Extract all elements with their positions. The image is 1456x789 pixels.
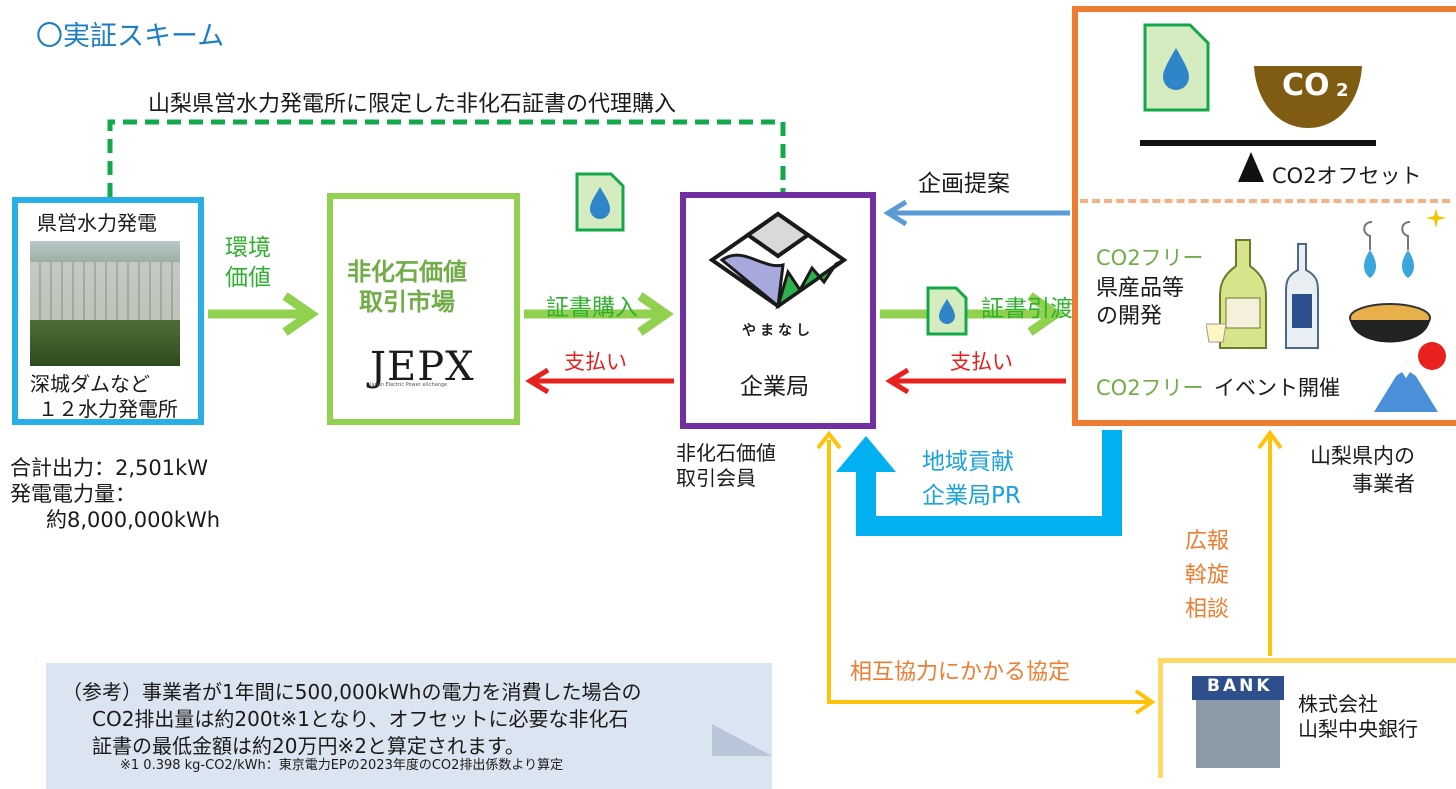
flow-arrows bbox=[107, 119, 1283, 715]
event-label: イベント開催 bbox=[1214, 376, 1340, 400]
env-value-line2: 価値 bbox=[225, 265, 271, 291]
earrings-icon bbox=[1363, 221, 1414, 278]
note-line3: 証書の最低金額は約20万円※2と算定されます。 bbox=[92, 734, 525, 758]
dam-wall bbox=[30, 262, 180, 320]
mount-fuji-icon bbox=[1374, 342, 1446, 412]
region-line1: 地域貢献 bbox=[922, 449, 1014, 475]
offset-label: CO2オフセット bbox=[1272, 164, 1422, 188]
bank-sign-bg bbox=[1192, 676, 1284, 700]
proposal-label: 企画提案 bbox=[918, 171, 1010, 197]
market-box bbox=[327, 193, 520, 425]
event-free-label: CO2フリー bbox=[1096, 376, 1204, 400]
enterprise-box bbox=[680, 192, 876, 429]
payment-right-label: 支払い bbox=[950, 350, 1013, 374]
balance-beam bbox=[1140, 140, 1376, 146]
certificate-icon-small bbox=[926, 286, 968, 336]
businesses-divider bbox=[1080, 199, 1450, 203]
bank-support-3: 相談 bbox=[1185, 597, 1230, 622]
env-value-line1: 環境 bbox=[225, 235, 271, 261]
co2-bowl-icon bbox=[1254, 66, 1362, 128]
note-line2: CO2排出量は約200t※1となり、オフセットに必要な非化石 bbox=[92, 707, 629, 731]
jepx-logo: JEPX bbox=[370, 344, 475, 390]
note-fold-corner bbox=[712, 724, 772, 756]
bank-line2: 山梨中央銀行 bbox=[1298, 717, 1418, 741]
transfer-label: 証書引渡 bbox=[981, 296, 1073, 322]
co2-label: CO bbox=[1282, 68, 1330, 103]
yamanashi-logo-icon bbox=[708, 211, 848, 310]
market-line2: 取引市場 bbox=[359, 288, 455, 316]
products-free-label: CO2フリー bbox=[1096, 246, 1204, 270]
member-line2: 取引会員 bbox=[676, 466, 756, 490]
page-title: 〇実証スキーム bbox=[36, 21, 225, 52]
enterprise-name: 企業局 bbox=[740, 374, 809, 400]
jepx-logo-sub: Japan Electric Power eXchange bbox=[370, 382, 448, 388]
bank-support-1: 広報 bbox=[1185, 529, 1230, 554]
member-line1: 非化石価値 bbox=[676, 441, 776, 465]
certificate-icon-large bbox=[1143, 23, 1210, 112]
agreement-label: 相互協力にかかる協定 bbox=[850, 660, 1071, 685]
agreement-arrow bbox=[827, 440, 1150, 704]
proxy-purchase-dashed-line bbox=[107, 119, 786, 197]
businesses-line2: 事業者 bbox=[1352, 472, 1415, 496]
energy-label: 発電電力量： bbox=[10, 482, 136, 506]
bank-support-2: 斡旋 bbox=[1185, 563, 1230, 588]
hydro-caption-1: 深城ダムなど bbox=[30, 372, 150, 396]
energy-value: 約8,000,000kWh bbox=[46, 508, 221, 532]
bank-line1: 株式会社 bbox=[1298, 692, 1378, 716]
certificate-icon bbox=[575, 172, 625, 232]
balance-fulcrum-icon bbox=[1238, 152, 1264, 182]
regional-contribution-arrow bbox=[856, 430, 1122, 536]
products-line2: の開発 bbox=[1096, 304, 1163, 329]
enterprise-logo-text: やまなし bbox=[742, 323, 814, 339]
hydro-heading: 県営水力発電 bbox=[37, 211, 157, 235]
purchase-label: 証書購入 bbox=[546, 295, 638, 321]
market-line1: 非化石価値 bbox=[347, 258, 467, 286]
products-line1: 県産品等 bbox=[1096, 276, 1185, 301]
wine-sake-icon bbox=[1206, 239, 1319, 349]
hoto-bowl-icon bbox=[1349, 303, 1431, 343]
region-line2: 企業局PR bbox=[922, 483, 1021, 509]
hydro-caption-2: １２水力発電所 bbox=[38, 397, 178, 421]
total-output: 合計出力：2,501kW bbox=[10, 456, 209, 480]
businesses-line1: 山梨県内の bbox=[1310, 444, 1415, 468]
note-line1: （参考）事業者が1年間に500,000kWhの電力を消費した場合の bbox=[62, 680, 642, 704]
sparkle-icon bbox=[1426, 208, 1446, 228]
bank-sign: BANK bbox=[1207, 676, 1273, 696]
proxy-purchase-label: 山梨県営水力発電所に限定した非化石証書の代理購入 bbox=[148, 92, 677, 117]
payment-left-label: 支払い bbox=[564, 350, 627, 374]
co2-sub: 2 bbox=[1336, 80, 1349, 101]
